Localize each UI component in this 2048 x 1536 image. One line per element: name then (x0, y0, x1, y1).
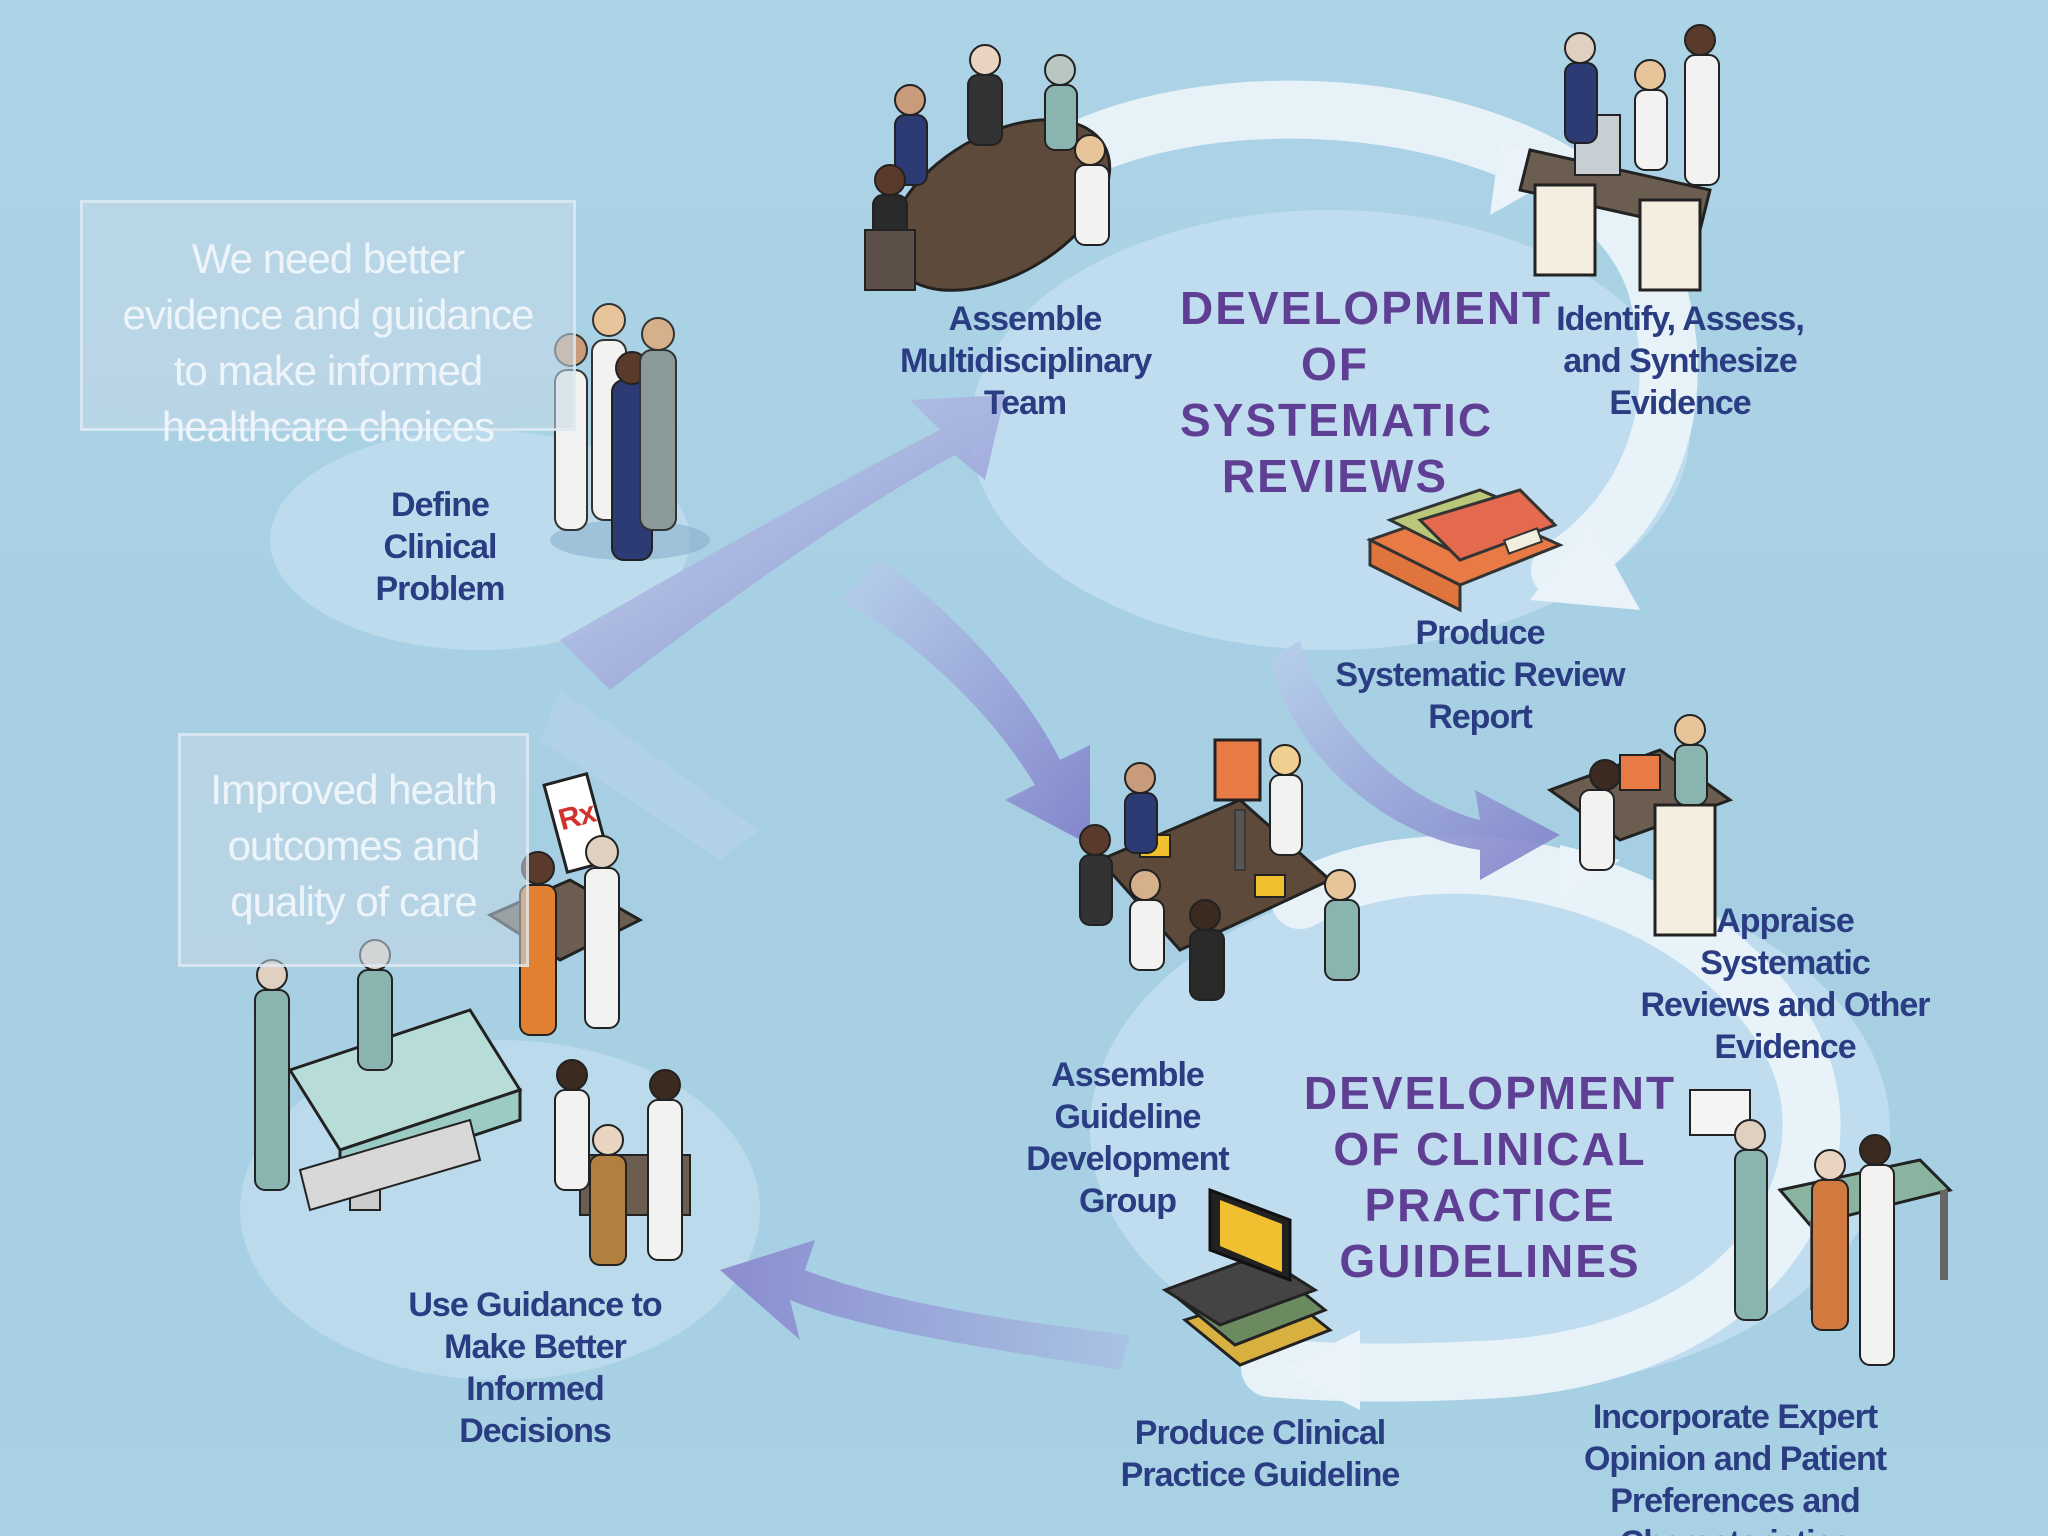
step-incorporate-expert-opinion: Incorporate Expert Opinion and Patient P… (1583, 1398, 1887, 1536)
laptop-guideline-illustration (1161, 1187, 1333, 1367)
team-meeting-illustration (864, 44, 1112, 292)
step-appraise-systematic-reviews: Appraise Systematic Reviews and Other Ev… (1640, 902, 1930, 1066)
patient-care-illustration (554, 1059, 691, 1266)
step-produce-clinical-guideline: Produce Clinical Practice Guideline (1120, 1414, 1401, 1494)
callout-outcome-text: Improved health outcomes and quality of … (210, 766, 497, 925)
surgery-illustration (254, 939, 523, 1212)
step-use-guidance: Use Guidance to Make Better Informed Dec… (408, 1286, 662, 1450)
step-identify-assess-synthesize: Identify, Assess, and Synthesize Evidenc… (1556, 300, 1805, 422)
step-assemble-multidisciplinary-team: Assemble Multidisciplinary Team (900, 300, 1152, 422)
research-desk-illustration (1518, 24, 1720, 292)
section-title-systematic-reviews: DEVELOPMENT OF SYSTEMATIC REVIEWS (1180, 282, 1553, 502)
report-binders-illustration (1366, 488, 1564, 613)
step-assemble-guideline-group: Assemble Guideline Development Group (1026, 1056, 1230, 1220)
flow-arrows (540, 395, 1560, 1370)
appraisal-desk-illustration (1546, 714, 1734, 937)
callout-need-text: We need better evidence and guidance to … (122, 235, 534, 450)
step-define-clinical-problem: Define Clinical Problem (375, 486, 505, 608)
expert-patient-illustration (1689, 1089, 1953, 1366)
section-title-clinical-guidelines: DEVELOPMENT OF CLINICAL PRACTICE GUIDELI… (1303, 1067, 1677, 1287)
callout-need-box: We need better evidence and guidance to … (80, 200, 576, 450)
guideline-group-illustration (1079, 738, 1360, 1001)
callout-outcome-box: Improved health outcomes and quality of … (178, 733, 529, 967)
step-produce-systematic-review: Produce Systematic Review Report (1335, 614, 1625, 736)
